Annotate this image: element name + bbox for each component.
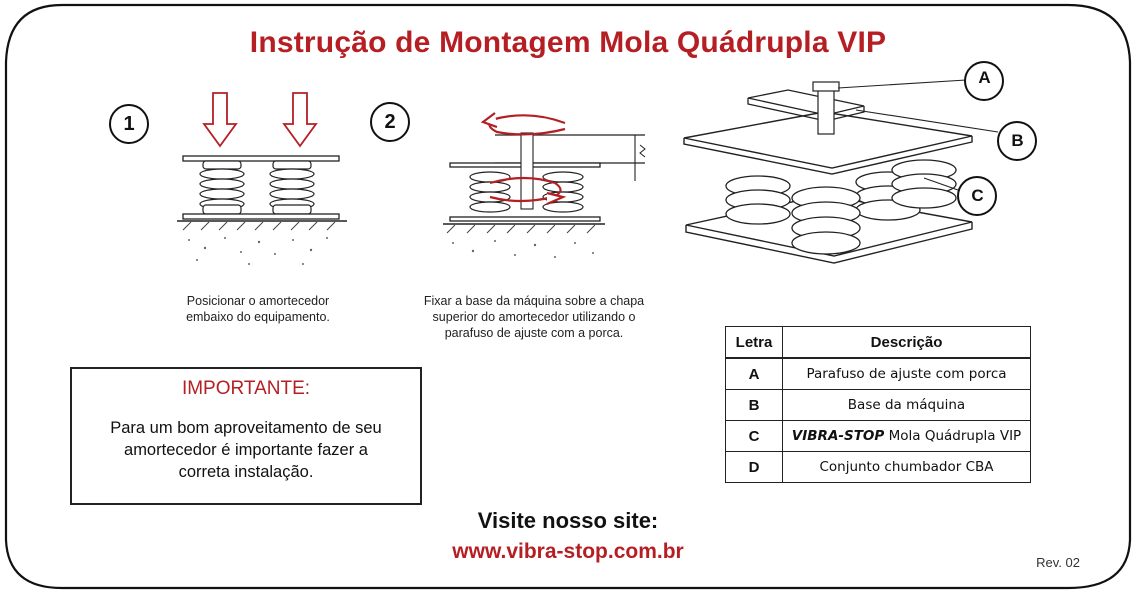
visit-site-label: Visite nosso site: xyxy=(477,508,659,533)
legend-table: Letra Descrição A Parafuso de ajuste com… xyxy=(725,326,1031,483)
page-title: Instrução de Montagem Mola Quádrupla VIP xyxy=(249,26,887,59)
row-description-text: Mola Quádrupla VIP xyxy=(884,428,1022,444)
important-line: amortecedor é importante fazer a xyxy=(124,441,368,459)
table-row: B Base da máquina xyxy=(725,389,1031,421)
callout-b xyxy=(997,121,1037,161)
callout-a xyxy=(964,61,1004,101)
brand-name: VIBRA-STOP xyxy=(791,428,885,444)
isometric-spring-illustration xyxy=(683,79,999,264)
important-notice-box: IMPORTANTE: Para um bom aproveitamento d… xyxy=(70,367,422,505)
callout-b-label: B xyxy=(1011,131,1024,150)
row-letter: A xyxy=(725,357,783,390)
row-letter: B xyxy=(725,389,783,421)
row-letter: C xyxy=(725,420,783,452)
step-2-caption: Fixar a base da máquina sobre a chapa su… xyxy=(398,293,670,341)
rotate-arrow-icon xyxy=(489,176,567,206)
table-row: C VIBRA-STOP Mola Quádrupla VIP xyxy=(725,420,1031,452)
caption-line: Fixar a base da máquina sobre a chapa xyxy=(423,294,645,308)
table-row: D Conjunto chumbador CBA xyxy=(725,451,1031,483)
important-line: Para um bom aproveitamento de seu xyxy=(110,419,382,437)
step-2-number: 2 xyxy=(370,102,410,142)
callout-a-label: A xyxy=(978,68,991,87)
step-1-number: 1 xyxy=(109,104,149,144)
row-letter: D xyxy=(725,451,783,483)
row-description: VIBRA-STOP Mola Quádrupla VIP xyxy=(782,420,1031,452)
legend-header-row: Letra Descrição xyxy=(725,326,1031,359)
row-description: Base da máquina xyxy=(782,389,1031,421)
callout-c xyxy=(957,176,997,216)
important-title: IMPORTANTE: xyxy=(181,378,311,399)
important-line: correta instalação. xyxy=(178,463,314,481)
step-2-illustration xyxy=(443,112,646,258)
row-description: Conjunto chumbador CBA xyxy=(782,451,1031,483)
revision-label: Rev. 02 xyxy=(1036,555,1080,570)
caption-line: Posicionar o amortecedor xyxy=(186,294,330,308)
down-arrow-icon xyxy=(282,92,318,148)
caption-line: parafuso de ajuste com a porca. xyxy=(444,326,624,340)
step-1-caption: Posicionar o amortecedor embaixo do equi… xyxy=(145,293,371,325)
down-arrow-icon xyxy=(202,92,238,148)
caption-line: embaixo do equipamento. xyxy=(186,310,330,324)
header-letter: Letra xyxy=(725,326,783,359)
caption-line: superior do amortecedor utilizando o xyxy=(432,310,636,324)
table-row: A Parafuso de ajuste com porca xyxy=(725,357,1031,390)
important-text: Para um bom aproveitamento de seu amorte… xyxy=(84,417,408,483)
header-description: Descrição xyxy=(782,326,1031,359)
row-description: Parafuso de ajuste com porca xyxy=(782,357,1031,390)
rotate-arrow-icon xyxy=(480,112,566,136)
callout-c-label: C xyxy=(971,186,984,205)
website-link[interactable]: www.vibra-stop.com.br xyxy=(452,540,684,563)
step-1-illustration xyxy=(177,92,347,265)
